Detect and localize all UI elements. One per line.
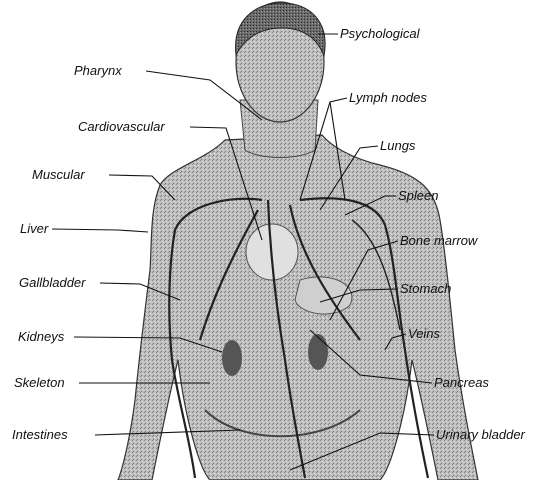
label-lungs: Lungs	[380, 139, 415, 153]
label-spleen: Spleen	[398, 189, 438, 203]
label-lymph-nodes: Lymph nodes	[349, 91, 427, 105]
torso-silhouette	[118, 135, 478, 480]
label-kidneys: Kidneys	[18, 330, 64, 344]
label-veins: Veins	[408, 327, 440, 341]
label-urinary-bladder: Urinary bladder	[436, 428, 525, 442]
label-psychological: Psychological	[340, 27, 420, 41]
label-stomach: Stomach	[400, 282, 451, 296]
label-muscular: Muscular	[32, 168, 85, 182]
label-pharynx: Pharynx	[74, 64, 122, 78]
label-cardiovascular: Cardiovascular	[78, 120, 165, 134]
right-kidney	[308, 334, 328, 370]
label-pancreas: Pancreas	[434, 376, 489, 390]
label-skeleton: Skeleton	[14, 376, 65, 390]
label-liver: Liver	[20, 222, 48, 236]
label-gallbladder: Gallbladder	[19, 276, 86, 290]
left-kidney	[222, 340, 242, 376]
label-bone-marrow: Bone marrow	[400, 234, 477, 248]
label-intestines: Intestines	[12, 428, 68, 442]
